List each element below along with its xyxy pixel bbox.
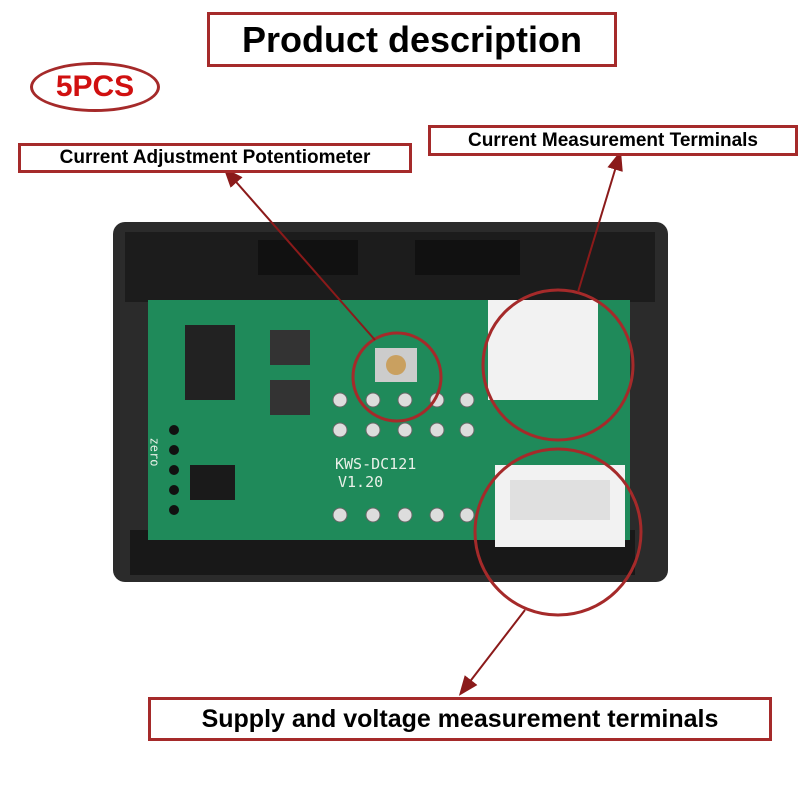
page-title: Product description <box>207 12 617 67</box>
pcb-version-text: V1.20 <box>338 473 384 491</box>
highlight-circles <box>351 288 643 617</box>
callout-arrows <box>223 150 623 696</box>
supply-terminals-label: Supply and voltage measurement terminals <box>148 697 772 741</box>
pcb-zero-label: zero <box>147 437 162 467</box>
pcb-board <box>148 300 630 547</box>
current-terminals-label: Current Measurement Terminals <box>428 125 798 156</box>
pcb-model-text: KWS-DC121 <box>335 455 417 473</box>
quantity-badge: 5PCS <box>30 62 160 112</box>
potentiometer-label: Current Adjustment Potentiometer <box>18 143 412 173</box>
